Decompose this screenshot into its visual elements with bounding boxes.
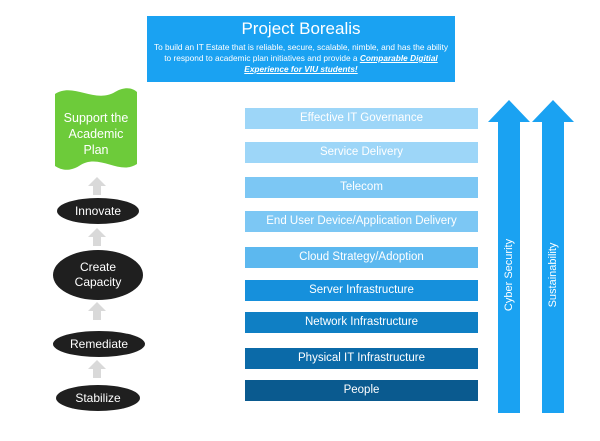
- project-mission: To build an IT Estate that is reliable, …: [153, 42, 449, 63]
- goal-line-2: Academic: [68, 127, 124, 141]
- stage-remediate: Remediate: [53, 331, 145, 357]
- stage-create-capacity-label: Create Capacity: [74, 260, 122, 289]
- layer-people: People: [245, 380, 478, 401]
- layer-telecom: Telecom: [245, 177, 478, 198]
- project-emphasis: Comparable Digitial Experience for VIU s…: [244, 53, 438, 74]
- layer-cloud-strategy-adoption: Cloud Strategy/Adoption: [245, 247, 478, 268]
- layer-service-delivery: Service Delivery: [245, 142, 478, 163]
- layer-network-infrastructure: Network Infrastructure: [245, 312, 478, 333]
- layer-server-infrastructure: Server Infrastructure: [245, 280, 478, 301]
- step-up-arrow-icon: [88, 177, 106, 195]
- layer-physical-it-infrastructure: Physical IT Infrastructure: [245, 348, 478, 369]
- step-up-arrow-icon: [88, 302, 106, 320]
- step-up-arrow-icon: [88, 228, 106, 246]
- project-description: To build an IT Estate that is reliable, …: [147, 42, 455, 75]
- pillar-cyber-security: Cyber Security: [488, 100, 530, 413]
- pillar-label: Sustainability: [547, 242, 559, 308]
- pillar-arrow-icon: [532, 100, 574, 413]
- project-title: Project Borealis: [241, 19, 361, 38]
- project-banner: Project Borealis To build an IT Estate t…: [147, 16, 455, 82]
- stage-stabilize: Stabilize: [56, 385, 140, 411]
- goal-banner: Support the Academic Plan: [55, 86, 137, 172]
- goal-line-1: Support the: [63, 111, 129, 125]
- wave-shape: [55, 88, 137, 170]
- step-up-arrow-icon: [88, 360, 106, 378]
- goal-label: Support the Academic Plan: [59, 110, 133, 158]
- stage-innovate: Innovate: [57, 198, 139, 224]
- pillar-label: Cyber Security: [503, 239, 515, 312]
- goal-line-3: Plan: [83, 143, 109, 157]
- pillar-arrow-icon: [488, 100, 530, 413]
- layer-end-user-device-application-delivery: End User Device/Application Delivery: [245, 211, 478, 232]
- stage-create-capacity: Create Capacity: [53, 250, 143, 300]
- layer-effective-it-governance: Effective IT Governance: [245, 108, 478, 129]
- pillar-sustainability: Sustainability: [532, 100, 574, 413]
